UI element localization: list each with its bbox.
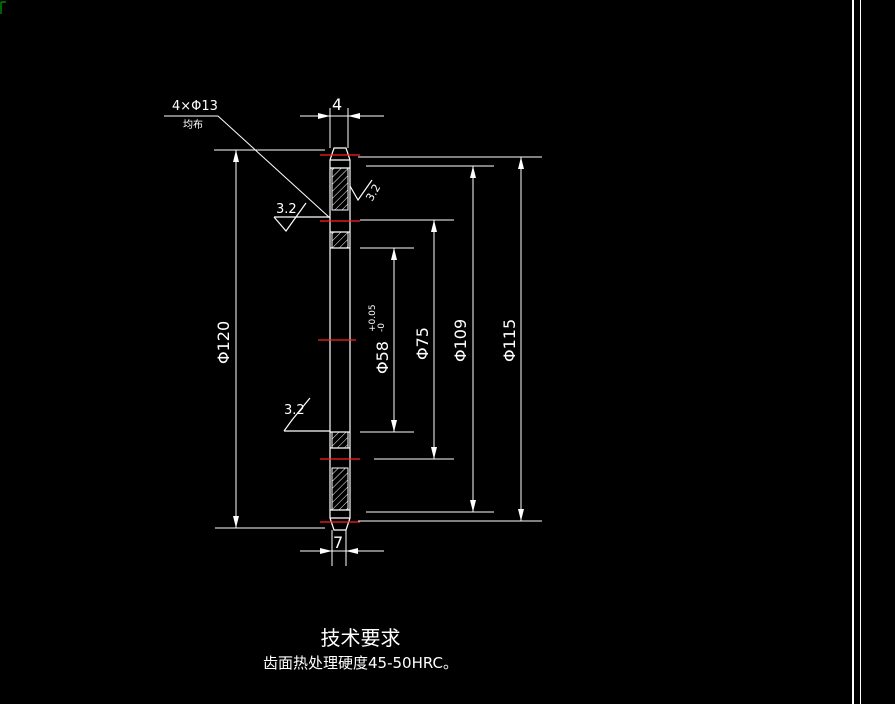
- dim-dia-58-tol-lower: -0: [377, 323, 387, 332]
- dim-dia-58-tol-upper: +0.05: [368, 304, 378, 332]
- frame-line-left: [852, 0, 854, 704]
- hatch-upper-hub: [331, 231, 349, 249]
- notes-title: 技术要求: [320, 626, 401, 650]
- hatch-lower-tooth: [331, 467, 349, 511]
- arrowheads: [233, 113, 524, 554]
- dim-dia-75: Φ75: [413, 327, 432, 360]
- dimension-lines: [164, 108, 542, 566]
- dim-bottom-width: 7: [333, 533, 343, 552]
- roughness-label-2: 3.2: [284, 403, 305, 418]
- dim-dia-120: Φ120: [214, 321, 233, 364]
- dim-top-width: 4: [332, 95, 342, 114]
- dim-dia-58: Φ58: [373, 341, 392, 374]
- roughness-label-1: 3.2: [276, 202, 297, 217]
- hatch-upper-tooth: [331, 167, 349, 211]
- hole-note: 4×Φ13: [172, 99, 218, 114]
- dim-dia-109: Φ109: [451, 319, 470, 362]
- frame-line-right: [860, 0, 861, 704]
- dim-dia-115: Φ115: [500, 319, 519, 362]
- ucs-corner-marker: [0, 1, 6, 14]
- hatch-lower-hub: [331, 431, 349, 449]
- centerlines: [318, 154, 360, 523]
- hole-note-sub: 均布: [183, 119, 203, 131]
- roughness-symbols: [273, 179, 373, 432]
- roughness-label-3: 3.2: [363, 182, 383, 204]
- notes-line-1: 齿面热处理硬度45-50HRC。: [262, 654, 458, 672]
